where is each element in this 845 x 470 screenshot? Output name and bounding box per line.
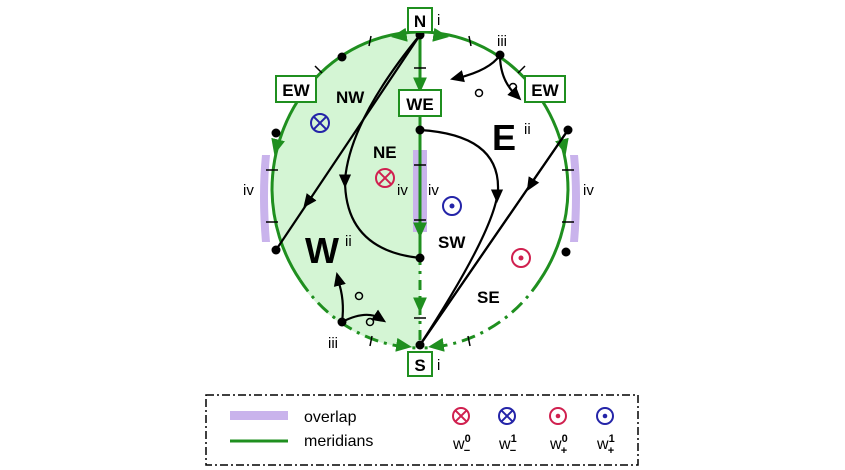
legend-frame bbox=[205, 394, 639, 466]
legend-symbol-2: w0+ bbox=[549, 407, 568, 457]
hollow-markers bbox=[354, 82, 518, 327]
svg-text:w0−: w0− bbox=[452, 433, 471, 457]
blue-cross-marker bbox=[310, 113, 330, 133]
north-label: N bbox=[414, 12, 426, 31]
se-trajectory bbox=[419, 129, 569, 346]
legend-symbol-1: w1− bbox=[498, 407, 517, 457]
overlap-bars bbox=[260, 150, 580, 242]
legend-symbol-3: w1+ bbox=[596, 407, 615, 457]
region-w: W bbox=[305, 230, 339, 271]
legend: overlap meridians w0− w1− w0+ w1+ bbox=[205, 394, 639, 466]
label-iv-center-left: iv bbox=[397, 182, 408, 199]
legend-overlap-swatch bbox=[230, 411, 288, 420]
svg-text:w1+: w1+ bbox=[596, 433, 615, 457]
svg-text:w1−: w1− bbox=[498, 433, 517, 457]
region-nw: NW bbox=[336, 88, 365, 107]
region-w-index: ii bbox=[345, 233, 352, 250]
ew-right-label: EW bbox=[531, 81, 559, 100]
equilibrium-dots bbox=[271, 30, 573, 350]
north-box bbox=[407, 7, 433, 33]
label-iv-center-right: iv bbox=[428, 182, 439, 199]
south-label: S bbox=[414, 356, 425, 375]
svg-text:w0+: w0+ bbox=[549, 433, 568, 457]
label-iii-top: iii bbox=[497, 33, 507, 50]
region-se: SE bbox=[477, 288, 500, 307]
we-center-box bbox=[398, 89, 442, 117]
south-box bbox=[407, 351, 433, 377]
north-index: i bbox=[437, 12, 440, 29]
region-e-index: ii bbox=[524, 121, 531, 138]
region-sw: SW bbox=[438, 233, 466, 252]
region-ne: NE bbox=[373, 143, 397, 162]
label-iv-left: iv bbox=[243, 182, 254, 199]
meridian-arrows bbox=[271, 27, 569, 352]
legend-overlap-label: overlap bbox=[304, 409, 357, 426]
legend-symbol-0: w0− bbox=[452, 407, 471, 457]
legend-meridians-label: meridians bbox=[304, 433, 373, 450]
ew-left-label: EW bbox=[282, 81, 310, 100]
ew-right-box bbox=[524, 75, 566, 103]
red-cross-marker bbox=[375, 168, 395, 188]
region-e: E bbox=[492, 117, 516, 158]
label-iii-bottom: iii bbox=[328, 335, 338, 352]
meridian-ticks bbox=[266, 35, 574, 347]
ew-left-box bbox=[275, 75, 317, 103]
south-index: i bbox=[437, 357, 440, 374]
label-iv-right: iv bbox=[583, 182, 594, 199]
we-center-label: WE bbox=[406, 95, 433, 114]
red-dot-marker bbox=[511, 248, 531, 268]
blue-dot-marker bbox=[442, 196, 462, 216]
